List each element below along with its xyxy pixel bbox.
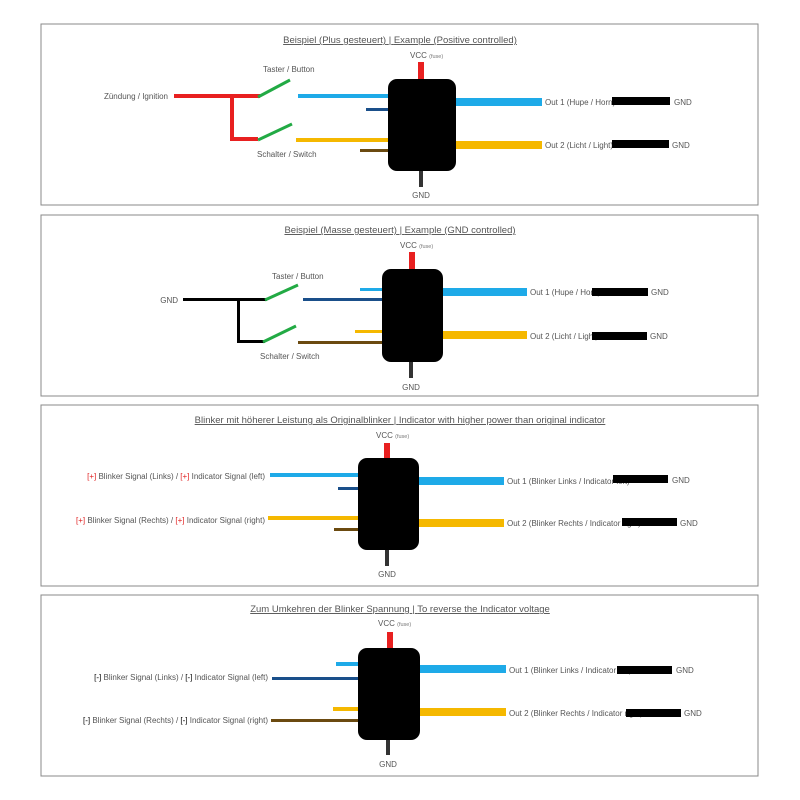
vcc-wire bbox=[409, 252, 415, 272]
gnd-wire bbox=[386, 740, 390, 755]
relay-module bbox=[358, 648, 420, 740]
button-contact bbox=[264, 283, 299, 302]
input2-label: [-] Blinker Signal (Rechts) / [-] Indica… bbox=[83, 716, 268, 725]
out1-wire bbox=[443, 288, 527, 296]
gnd1-label: GND bbox=[651, 288, 669, 297]
relay-module bbox=[358, 458, 419, 550]
out1-label: Out 1 (Hupe / Horn) bbox=[545, 98, 616, 107]
input-branch-wire bbox=[237, 298, 240, 343]
input-to-switch-wire bbox=[237, 340, 265, 343]
button-label: Taster / Button bbox=[263, 65, 315, 74]
input2-ref-wire bbox=[360, 149, 388, 152]
input2-ref-wire bbox=[298, 341, 382, 344]
load2 bbox=[626, 709, 681, 717]
input1-label: [-] Blinker Signal (Links) / [-] Indicat… bbox=[94, 673, 268, 682]
out2-label: Out 2 (Blinker Rechts / Indicator right) bbox=[509, 709, 643, 718]
out1-label: Out 1 (Blinker Links / Indicator left) bbox=[507, 477, 630, 486]
out2-wire bbox=[443, 331, 527, 339]
input1-ref-wire bbox=[272, 677, 358, 680]
switch-label: Schalter / Switch bbox=[257, 150, 317, 159]
out2-label: Out 2 (Licht / Light) bbox=[545, 141, 613, 150]
gnd-wire bbox=[385, 550, 389, 566]
gnd-label: GND bbox=[412, 191, 430, 200]
input1-wire bbox=[336, 662, 358, 666]
out2-wire bbox=[420, 708, 506, 716]
input1-ref-wire bbox=[303, 298, 382, 301]
gnd1-label: GND bbox=[672, 476, 690, 485]
gnd-wire bbox=[419, 171, 423, 187]
vcc-wire bbox=[387, 632, 393, 649]
input-branch-wire bbox=[230, 94, 234, 141]
vcc-label: VCC (fuse) bbox=[376, 431, 409, 440]
load1 bbox=[617, 666, 672, 674]
button-contact bbox=[257, 78, 291, 99]
relay-module bbox=[382, 269, 443, 362]
input1-wire bbox=[360, 288, 382, 291]
input-label: GND bbox=[160, 296, 178, 305]
panel-gnd-controlled: Beispiel (Masse gesteuert) | Example (GN… bbox=[40, 214, 759, 397]
switch-contact bbox=[257, 122, 293, 142]
gnd2-label: GND bbox=[672, 141, 690, 150]
load2 bbox=[612, 140, 669, 148]
input1-label: [+] Blinker Signal (Links) / [+] Indicat… bbox=[87, 472, 265, 481]
out2-label: Out 2 (Licht / Light) bbox=[530, 332, 598, 341]
out2-wire bbox=[419, 519, 504, 527]
gnd2-label: GND bbox=[680, 519, 698, 528]
out2-label: Out 2 (Blinker Rechts / Indicator right) bbox=[507, 519, 641, 528]
gnd-wire bbox=[409, 362, 413, 378]
panel-reverse-indicator-voltage: Zum Umkehren der Blinker Spannung | To r… bbox=[40, 594, 759, 777]
panel-title: Beispiel (Plus gesteuert) | Example (Pos… bbox=[283, 35, 517, 46]
input2-wire bbox=[268, 516, 358, 520]
input2-label: [+] Blinker Signal (Rechts) / [+] Indica… bbox=[76, 516, 265, 525]
load1 bbox=[613, 475, 668, 483]
input1-ref-wire bbox=[338, 487, 358, 490]
gnd2-label: GND bbox=[650, 332, 668, 341]
input-wire bbox=[183, 298, 240, 301]
relay-module bbox=[388, 79, 456, 171]
switch-contact bbox=[262, 324, 297, 344]
vcc-wire bbox=[418, 62, 424, 82]
vcc-wire bbox=[384, 443, 390, 460]
gnd2-label: GND bbox=[684, 709, 702, 718]
out1-label: Out 1 (Hupe / Horn) bbox=[530, 288, 601, 297]
switch-label: Schalter / Switch bbox=[260, 352, 320, 361]
gnd-label: GND bbox=[378, 570, 396, 579]
gnd1-label: GND bbox=[676, 666, 694, 675]
vcc-label: VCC (fuse) bbox=[378, 619, 411, 628]
out1-label: Out 1 (Blinker Links / Indicator left) bbox=[509, 666, 632, 675]
input2-wire bbox=[296, 138, 388, 142]
gnd1-label: GND bbox=[674, 98, 692, 107]
button-label: Taster / Button bbox=[272, 272, 324, 281]
vcc-label: VCC (fuse) bbox=[400, 241, 433, 250]
load1 bbox=[612, 97, 670, 105]
input2-ref-wire bbox=[271, 719, 358, 722]
input-label: Zündung / Ignition bbox=[104, 92, 168, 101]
input1-ref-wire bbox=[366, 108, 388, 111]
input-to-button-wire bbox=[230, 94, 260, 98]
input1-wire bbox=[270, 473, 358, 477]
load1 bbox=[592, 288, 648, 296]
input2-ref-wire bbox=[334, 528, 358, 531]
panel-title: Zum Umkehren der Blinker Spannung | To r… bbox=[250, 604, 550, 615]
input-to-button-wire bbox=[237, 298, 267, 301]
vcc-label: VCC (fuse) bbox=[410, 51, 443, 60]
input2-wire bbox=[355, 330, 382, 333]
panel-positive-controlled: Beispiel (Plus gesteuert) | Example (Pos… bbox=[40, 23, 759, 206]
out2-wire bbox=[456, 141, 542, 149]
input1-wire bbox=[298, 94, 388, 98]
out1-wire bbox=[419, 477, 504, 485]
input2-wire bbox=[333, 707, 358, 711]
out1-wire bbox=[456, 98, 542, 106]
input-to-switch-wire bbox=[230, 137, 258, 141]
load2 bbox=[622, 518, 677, 526]
out1-wire bbox=[420, 665, 506, 673]
panel-title: Beispiel (Masse gesteuert) | Example (GN… bbox=[284, 225, 515, 236]
input-wire bbox=[174, 94, 232, 98]
gnd-label: GND bbox=[402, 383, 420, 392]
gnd-label: GND bbox=[379, 760, 397, 769]
panel-indicator-higher-power: Blinker mit höherer Leistung als Origina… bbox=[40, 404, 759, 587]
load2 bbox=[592, 332, 647, 340]
panel-title: Blinker mit höherer Leistung als Origina… bbox=[195, 415, 606, 426]
